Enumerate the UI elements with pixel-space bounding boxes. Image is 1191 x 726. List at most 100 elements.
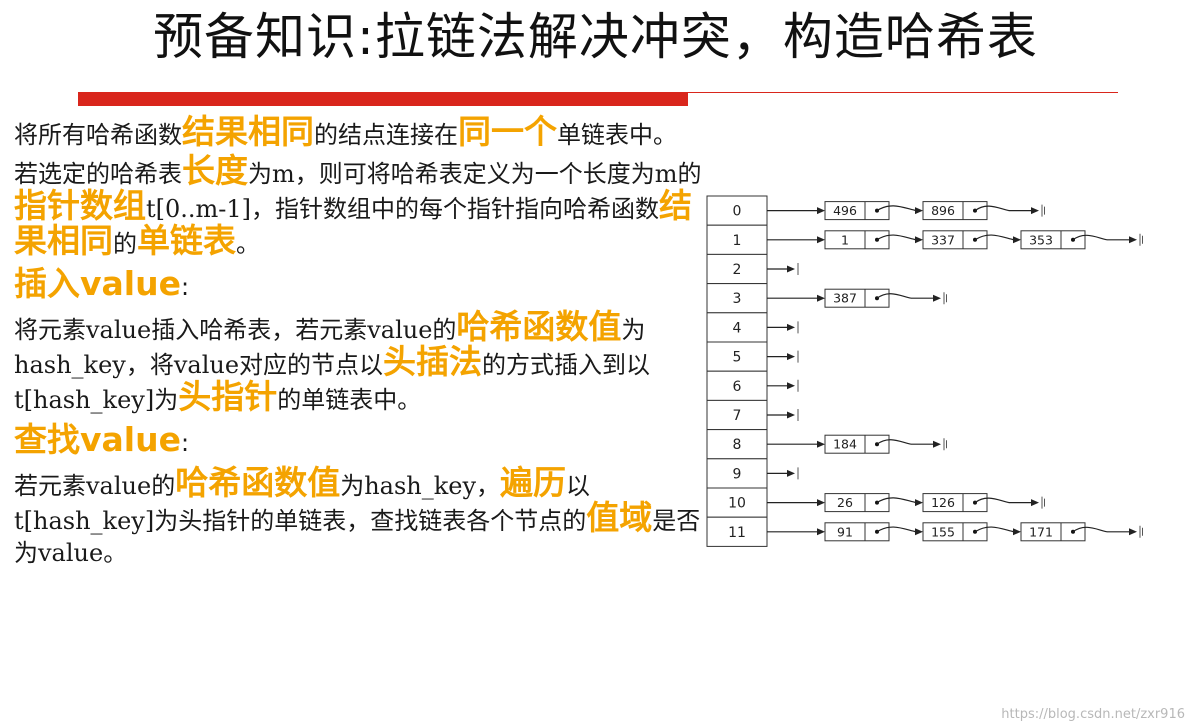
slot-pointer-arrowhead bbox=[787, 411, 795, 419]
paragraph-text: 的方式插入到以t[hash_key]为 bbox=[14, 351, 651, 414]
list-node bbox=[922, 201, 988, 221]
null-arrowhead bbox=[1129, 528, 1137, 536]
section-heading-label: 插入value bbox=[14, 264, 181, 303]
paragraph-text: 单链表中。 bbox=[557, 121, 677, 149]
null-arrowhead bbox=[933, 294, 941, 302]
list-node-value: 896 bbox=[931, 203, 955, 218]
highlighted-term: 值域 bbox=[586, 498, 653, 537]
list-node-value: 126 bbox=[931, 495, 955, 510]
next-pointer-curve bbox=[1072, 234, 1108, 241]
next-pointer-arrowhead bbox=[915, 528, 923, 536]
hash-slot-cell bbox=[706, 312, 768, 343]
hash-slot-index: 6 bbox=[733, 379, 742, 395]
highlighted-term: 哈希函数值 bbox=[456, 307, 622, 346]
paragraph-text: 的结点连接在 bbox=[314, 121, 458, 149]
hash-slot-index: 7 bbox=[733, 408, 742, 424]
hash-slot-cell bbox=[706, 253, 768, 285]
next-pointer-curve bbox=[974, 497, 1010, 504]
list-node-value: 1 bbox=[841, 232, 849, 247]
null-arrowhead bbox=[933, 440, 941, 448]
highlighted-term: 结果相同 bbox=[182, 112, 314, 151]
section-heading-colon: : bbox=[180, 273, 190, 301]
list-node bbox=[824, 493, 890, 513]
hash-slot-index: 8 bbox=[733, 437, 742, 453]
slot-pointer-arrowhead bbox=[787, 353, 795, 361]
slot-pointer-arrowhead bbox=[787, 265, 795, 273]
hash-slot-index: 11 bbox=[728, 525, 746, 541]
slot-pointer-arrowhead bbox=[817, 207, 825, 215]
section-heading-label: 查找value bbox=[14, 420, 181, 459]
null-arrowhead bbox=[1031, 499, 1039, 507]
list-node bbox=[824, 201, 890, 221]
paragraph-text: t[0..m-1]，指针数组中的每个指针指向哈希函数 bbox=[146, 195, 660, 223]
next-pointer-arrowhead bbox=[915, 236, 923, 244]
list-node-value: 353 bbox=[1029, 232, 1053, 247]
list-node bbox=[1020, 230, 1086, 250]
highlighted-term: 头插法 bbox=[383, 342, 483, 381]
slot-pointer-arrowhead bbox=[817, 528, 825, 536]
watermark: https://blog.csdn.net/zxr916 bbox=[1001, 707, 1185, 722]
next-pointer-curve bbox=[876, 293, 912, 299]
null-arrowhead bbox=[1031, 207, 1039, 215]
null-arrowhead bbox=[1129, 236, 1137, 244]
next-pointer-curve bbox=[876, 234, 917, 241]
next-pointer-curve bbox=[1072, 526, 1108, 533]
paragraph: 若元素value的哈希函数值为hash_key，遍历以t[hash_key]为头… bbox=[14, 466, 704, 569]
paragraph: 若选定的哈希表长度为m，则可将哈希表定义为一个长度为m的指针数组t[0..m-1… bbox=[14, 154, 704, 260]
next-pointer-curve bbox=[974, 234, 1015, 241]
list-node-value: 171 bbox=[1029, 524, 1053, 539]
list-node bbox=[824, 288, 890, 308]
slot-pointer-arrowhead bbox=[817, 236, 825, 244]
paragraph-text: 为hash_key， bbox=[340, 472, 501, 500]
paragraph-text: 将元素value插入哈希表，若元素value的 bbox=[14, 316, 457, 344]
highlighted-term: 结果相同 bbox=[14, 186, 693, 260]
paragraph-text: 若元素value的 bbox=[14, 472, 176, 500]
next-pointer-curve bbox=[974, 205, 1010, 212]
hash-slot-cell bbox=[706, 399, 768, 431]
list-node bbox=[922, 493, 988, 513]
list-node bbox=[1020, 522, 1086, 542]
paragraph-text: 。 bbox=[236, 230, 260, 258]
hash-slot-cell bbox=[706, 516, 768, 547]
hash-slot-index: 1 bbox=[733, 233, 742, 249]
next-pointer-arrowhead bbox=[1013, 236, 1021, 244]
highlighted-term: 指针数组 bbox=[14, 186, 146, 225]
page-title: 预备知识:拉链法解决冲突，构造哈希表 bbox=[153, 8, 1038, 66]
list-node bbox=[922, 522, 988, 542]
list-node-value: 26 bbox=[837, 495, 853, 510]
list-node bbox=[922, 230, 988, 250]
next-pointer-curve bbox=[876, 205, 917, 212]
paragraph-text: 将所有哈希函数 bbox=[14, 121, 182, 149]
paragraph: 将所有哈希函数结果相同的结点连接在同一个单链表中。 bbox=[14, 115, 704, 151]
list-node-value: 155 bbox=[931, 524, 955, 539]
list-node-value: 387 bbox=[833, 291, 857, 306]
title-underline-thick bbox=[78, 92, 688, 106]
slot-pointer-arrowhead bbox=[817, 294, 825, 302]
paragraph-text: 是否为value。 bbox=[14, 507, 701, 567]
title-underline-thin bbox=[688, 92, 1118, 93]
hash-slot-index: 9 bbox=[733, 466, 742, 482]
slot-pointer-arrowhead bbox=[787, 382, 795, 390]
list-node-value: 496 bbox=[833, 203, 857, 218]
highlighted-term: 单链表 bbox=[137, 221, 236, 260]
hash-slot-index: 5 bbox=[733, 350, 742, 366]
next-pointer-arrowhead bbox=[1013, 528, 1021, 536]
highlighted-term: 遍历 bbox=[500, 463, 567, 502]
hash-slot-index: 3 bbox=[733, 291, 742, 307]
next-pointer-curve bbox=[974, 526, 1015, 533]
next-pointer-arrowhead bbox=[915, 207, 923, 215]
highlighted-term: 同一个 bbox=[458, 112, 557, 151]
hash-slot-cell bbox=[706, 224, 768, 255]
slot-pointer-arrowhead bbox=[817, 499, 825, 507]
paragraph-text: 若选定的哈希表 bbox=[14, 160, 182, 188]
hash-slot-index: 2 bbox=[733, 262, 742, 278]
next-pointer-curve bbox=[876, 497, 917, 504]
hash-slot-index: 10 bbox=[728, 496, 746, 512]
paragraph-text: 以t[hash_key]为头指针的单链表，查找链表各个节点的 bbox=[14, 472, 591, 535]
list-node-value: 337 bbox=[931, 232, 955, 247]
list-node bbox=[824, 434, 890, 454]
paragraph-text: 的单链表中。 bbox=[277, 386, 422, 414]
highlighted-term: 哈希函数值 bbox=[175, 463, 341, 502]
slot-pointer-arrowhead bbox=[787, 323, 795, 331]
hash-slot-index: 0 bbox=[733, 204, 742, 220]
